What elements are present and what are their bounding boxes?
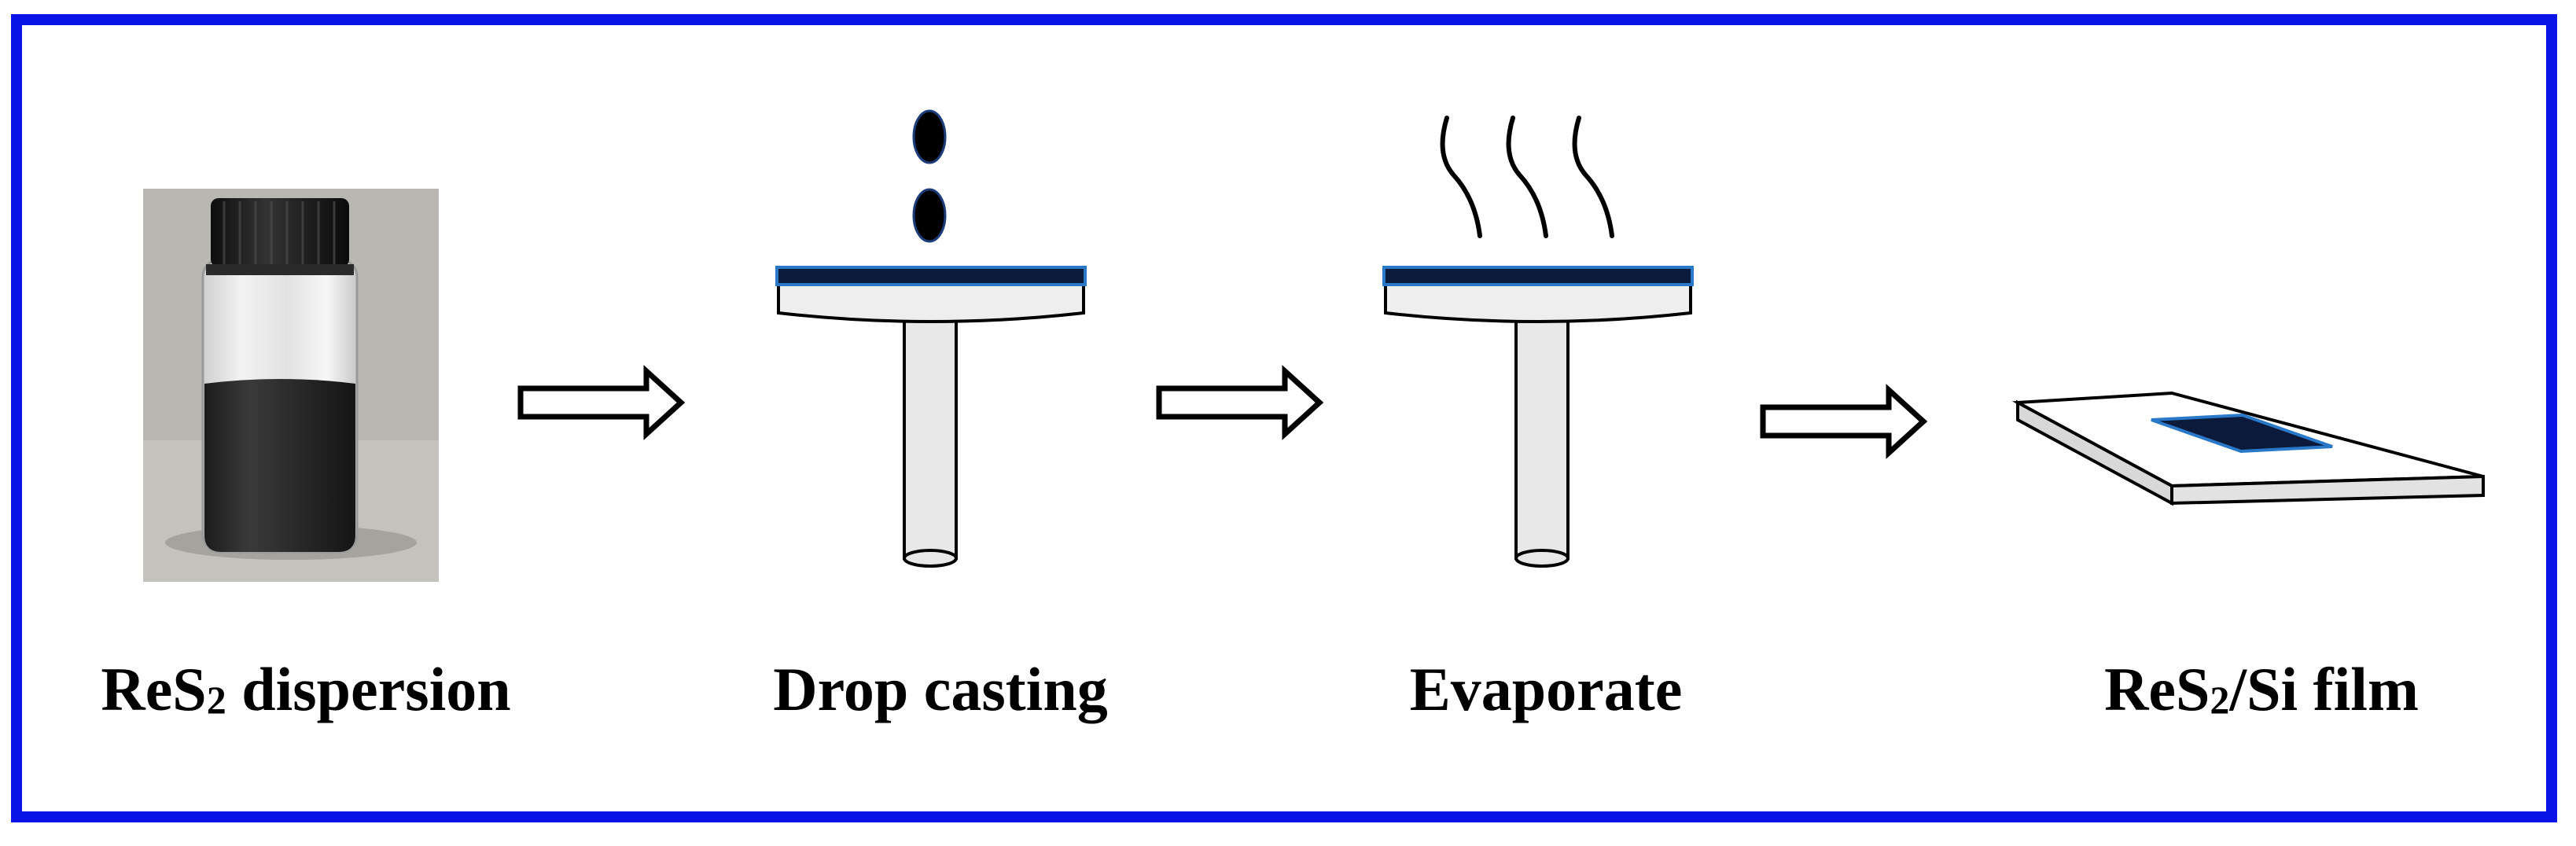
vapor-line-1 xyxy=(1440,116,1482,238)
vial-cap xyxy=(211,198,349,267)
res2-film-square xyxy=(2151,413,2333,454)
drop-casting-stage xyxy=(775,109,1087,568)
hollow-right-arrow-1 xyxy=(517,365,686,440)
vapor-line-3 xyxy=(1572,116,1614,238)
label-res2-dispersion: ReS2 dispersion xyxy=(101,655,511,723)
stage-post xyxy=(903,318,958,560)
diagram-frame xyxy=(11,14,2557,822)
hollow-right-arrow-3 xyxy=(1760,384,1928,459)
vial-photo xyxy=(143,189,439,582)
substrate-film xyxy=(1382,266,1694,286)
droplet-lower xyxy=(912,188,947,243)
vial-liquid xyxy=(204,379,355,552)
label-res2-si-film: ReS2/Si film xyxy=(2104,655,2419,723)
post-base xyxy=(1514,549,1570,568)
label-drop-casting: Drop casting xyxy=(773,655,1108,723)
evaporating-stage xyxy=(1382,116,1694,568)
droplet-upper xyxy=(912,109,947,164)
stage-post xyxy=(1514,318,1570,560)
vapor-lines xyxy=(1440,116,1614,238)
substrate-front-side xyxy=(2170,474,2485,506)
stage-disc xyxy=(777,281,1085,323)
label-evaporate: Evaporate xyxy=(1409,655,1683,723)
post-base xyxy=(903,549,958,568)
substrate-film xyxy=(775,266,1087,286)
hollow-right-arrow-2 xyxy=(1156,365,1324,440)
vial-neck xyxy=(206,264,354,275)
stage-disc xyxy=(1384,281,1692,323)
vapor-line-2 xyxy=(1506,116,1548,238)
film-on-substrate xyxy=(2011,391,2485,506)
